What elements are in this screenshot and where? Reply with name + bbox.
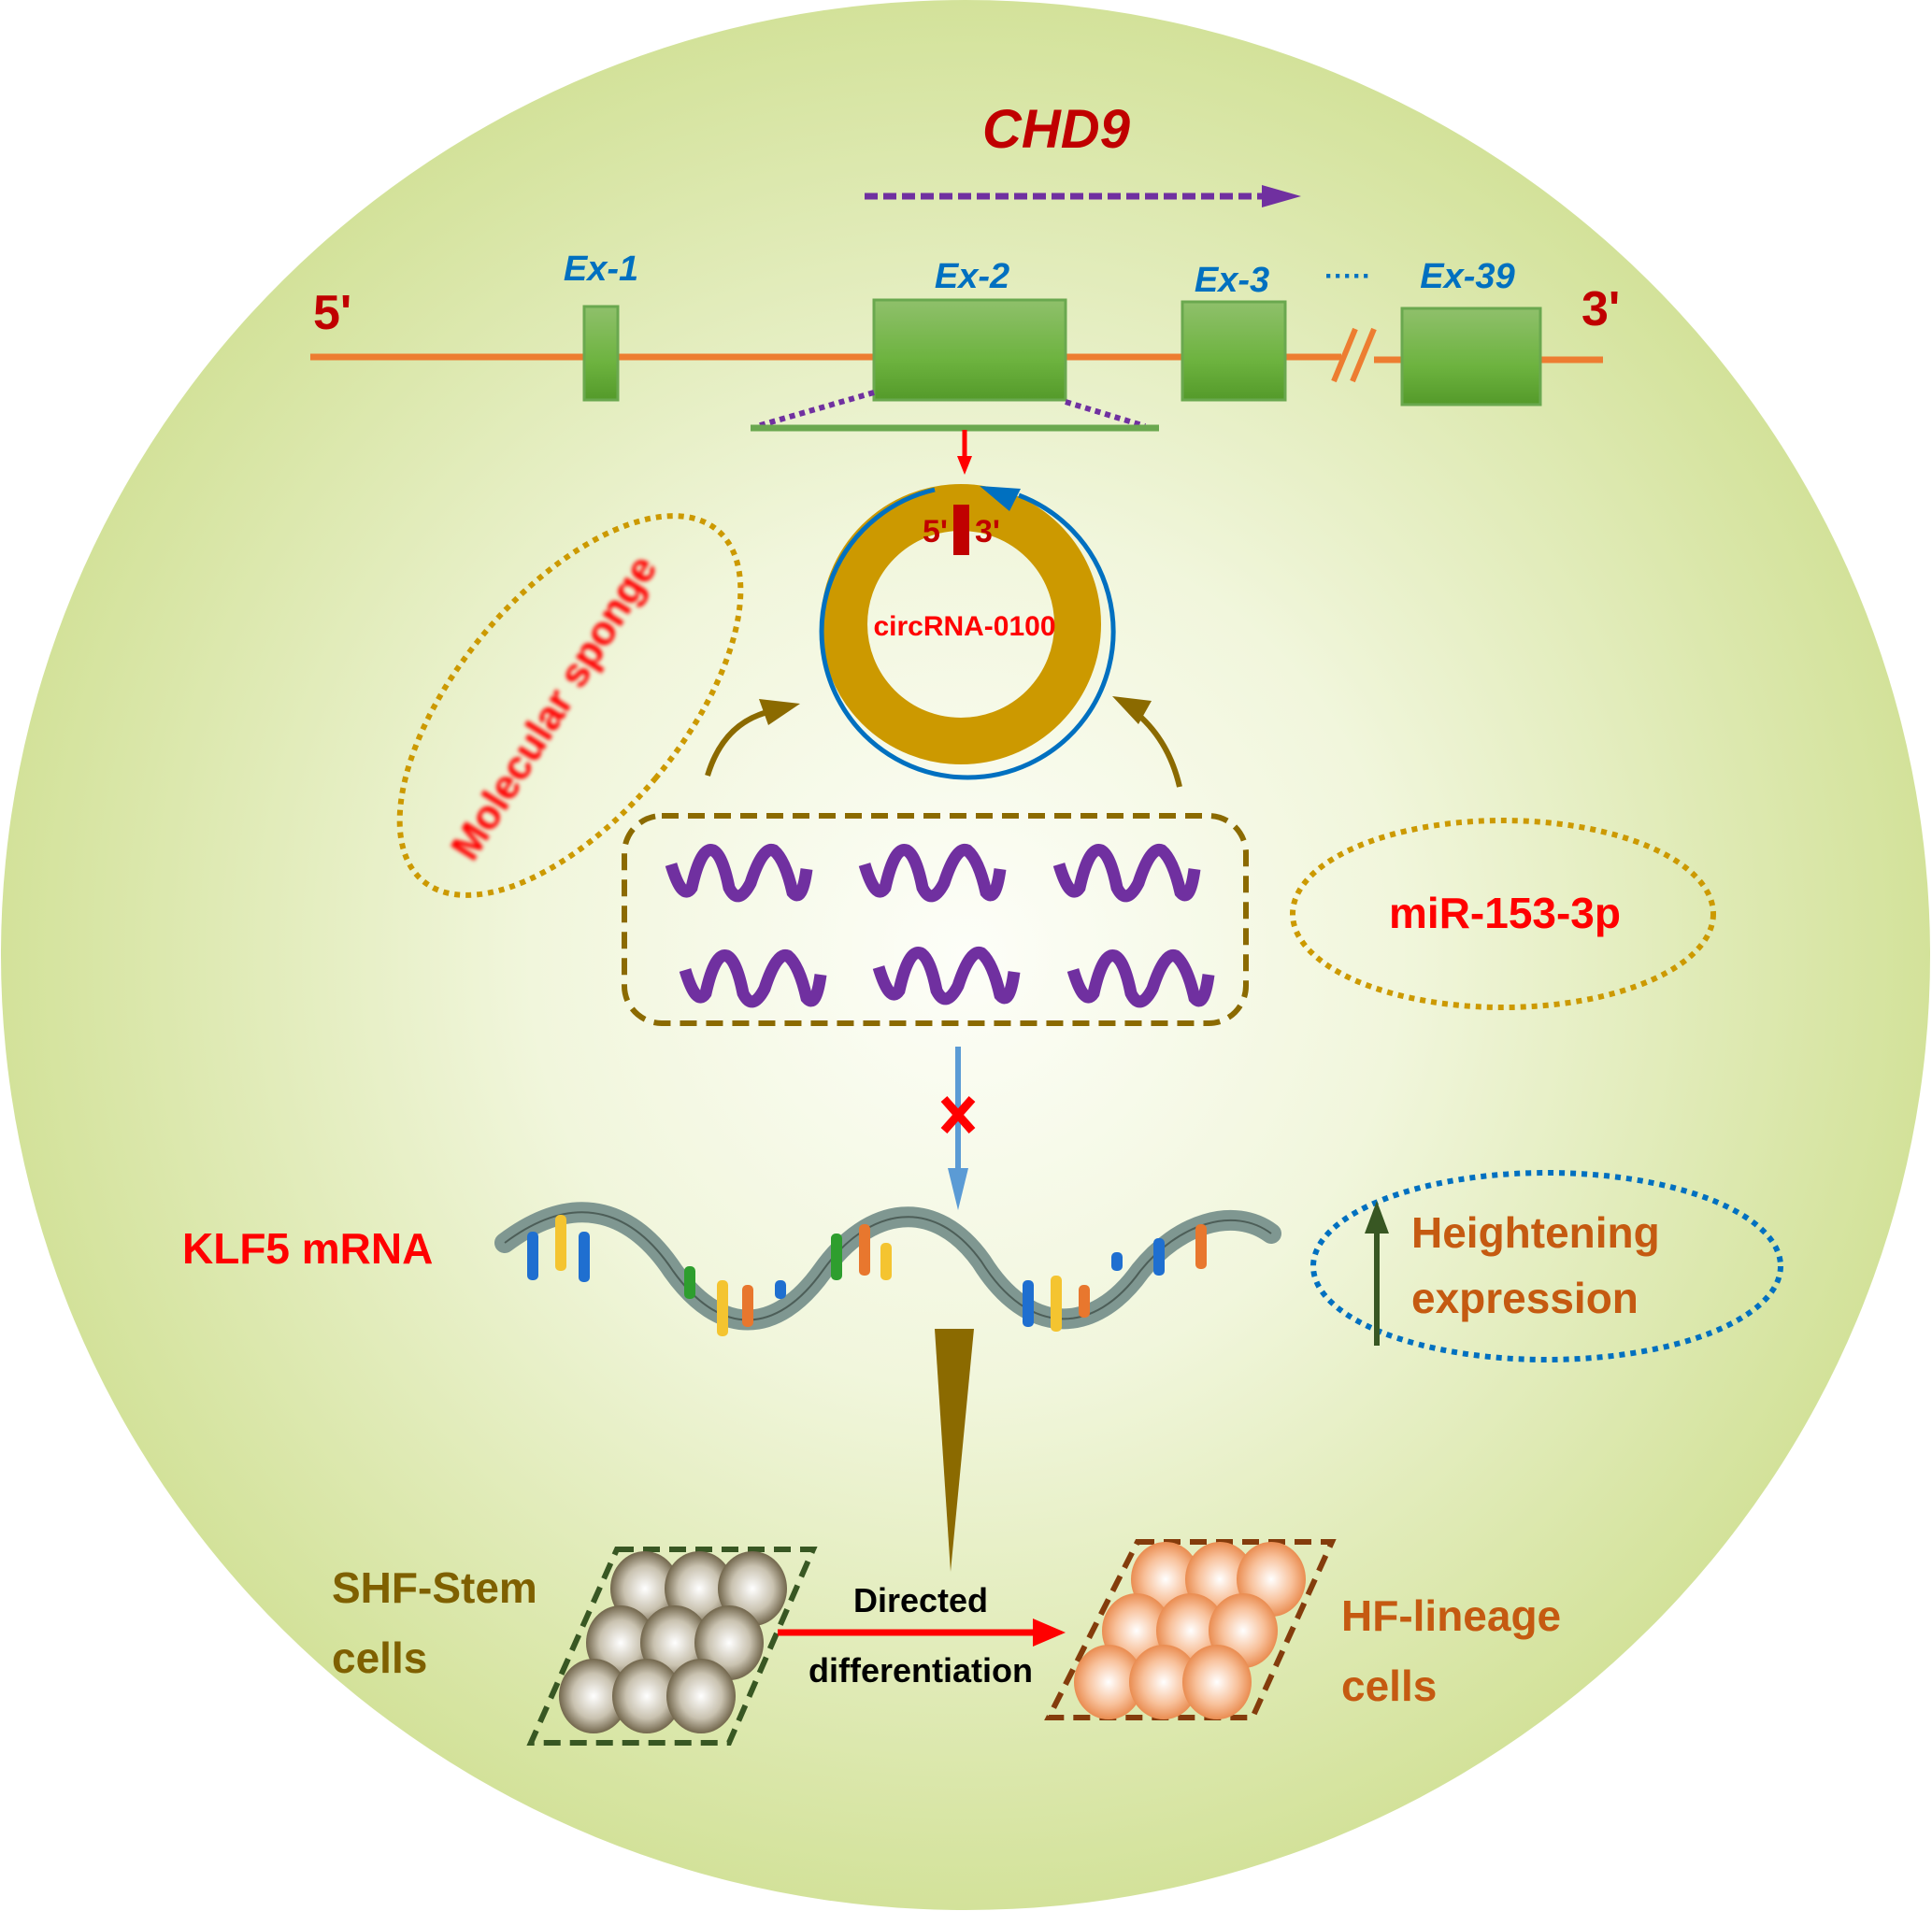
exon-2-expansion [751,390,1159,432]
directed-label-line2: differentiation [809,1651,1033,1690]
hf-label-line1: HF-lineage [1341,1591,1561,1640]
mirna-molecule [679,949,827,1008]
nucleotide-base [1111,1252,1123,1271]
nucleotide-base [527,1232,538,1280]
mirna-label-ellipse [1290,818,1716,1010]
exon-39 [1400,307,1542,406]
exon-2 [872,298,1067,402]
transcription-direction-arrow [865,185,1301,207]
mirna-molecule [872,947,1021,1005]
backsplice-junction [953,505,969,555]
mrna-helix [494,1202,1281,1336]
nucleotide-base [555,1215,566,1271]
exon-ellipsis: ····· [1324,261,1371,292]
nucleotide-base [742,1285,753,1327]
hf-label-line2: cells [1341,1661,1437,1710]
nucleotide-base [1079,1285,1090,1318]
exon-39-label: Ex-39 [1420,257,1514,296]
nucleotide-base [859,1224,870,1276]
directed-label-line1: Directed [853,1581,988,1619]
nucleotide-base [1195,1224,1207,1269]
mirna-label: miR-153-3p [1389,889,1621,937]
exon-1 [582,305,620,402]
differentiation-arrow [778,1619,1066,1647]
circrna-outer-arrow [819,486,1116,780]
nucleotide-base [831,1234,842,1280]
nucleotide-base [684,1266,695,1299]
gene-5prime-label: 5' [313,286,351,340]
cell [1074,1645,1143,1719]
exon-3-label: Ex-3 [1195,261,1269,300]
cell [1182,1645,1252,1719]
cell [666,1659,736,1733]
cell [1129,1645,1198,1719]
nucleotide-base [775,1280,786,1299]
shf-label-line2: cells [332,1633,427,1682]
gene-3prime-label: 3' [1581,282,1620,336]
exon-2-label: Ex-2 [935,257,1009,296]
downstream-wedge [935,1329,974,1572]
gene-title: CHD9 [982,99,1130,160]
exon-3 [1181,300,1287,402]
shf-label-line1: SHF-Stem [332,1563,537,1612]
shf-cell-frame [526,1547,818,1746]
up-arrow-icon [1365,1201,1389,1346]
gene-break-icon [1331,327,1377,383]
mrna-label: KLF5 mRNA [182,1224,433,1273]
molecular-sponge-ellipse [396,513,744,898]
circrna-3prime-label: 3' [975,514,1000,549]
nucleotide-base [717,1280,728,1336]
hf-cell-frame [1044,1539,1337,1720]
circrna-5prime-label: 5' [923,514,948,549]
mirna-molecule [858,844,1007,903]
heightening-ellipse [1310,1170,1783,1362]
nucleotide-base [1023,1280,1034,1327]
blocked-x-icon [940,1096,976,1134]
cell [612,1659,681,1733]
mirna-group [665,844,1215,1008]
exon-1-label: Ex-1 [564,250,638,289]
mirna-molecule [665,844,813,903]
binding-arrow-right [1112,696,1182,788]
mirna-box [622,813,1249,1026]
backsplice-arrow [957,430,972,475]
binding-arrow-left [705,699,800,777]
circrna-name: circRNA-0100 [873,611,1055,642]
shf-cell-cluster [559,1551,787,1733]
cell [559,1659,628,1733]
nucleotide-base [1051,1276,1062,1332]
heightening-line2: expression [1411,1274,1639,1322]
mirna-molecule [1052,844,1201,903]
heightening-line1: Heightening [1411,1208,1660,1257]
nucleotide-base [880,1243,892,1280]
nucleotide-base [579,1232,590,1282]
hf-cell-cluster [1074,1542,1306,1719]
nucleotide-base [1153,1238,1165,1276]
mirna-molecule [1066,949,1215,1008]
